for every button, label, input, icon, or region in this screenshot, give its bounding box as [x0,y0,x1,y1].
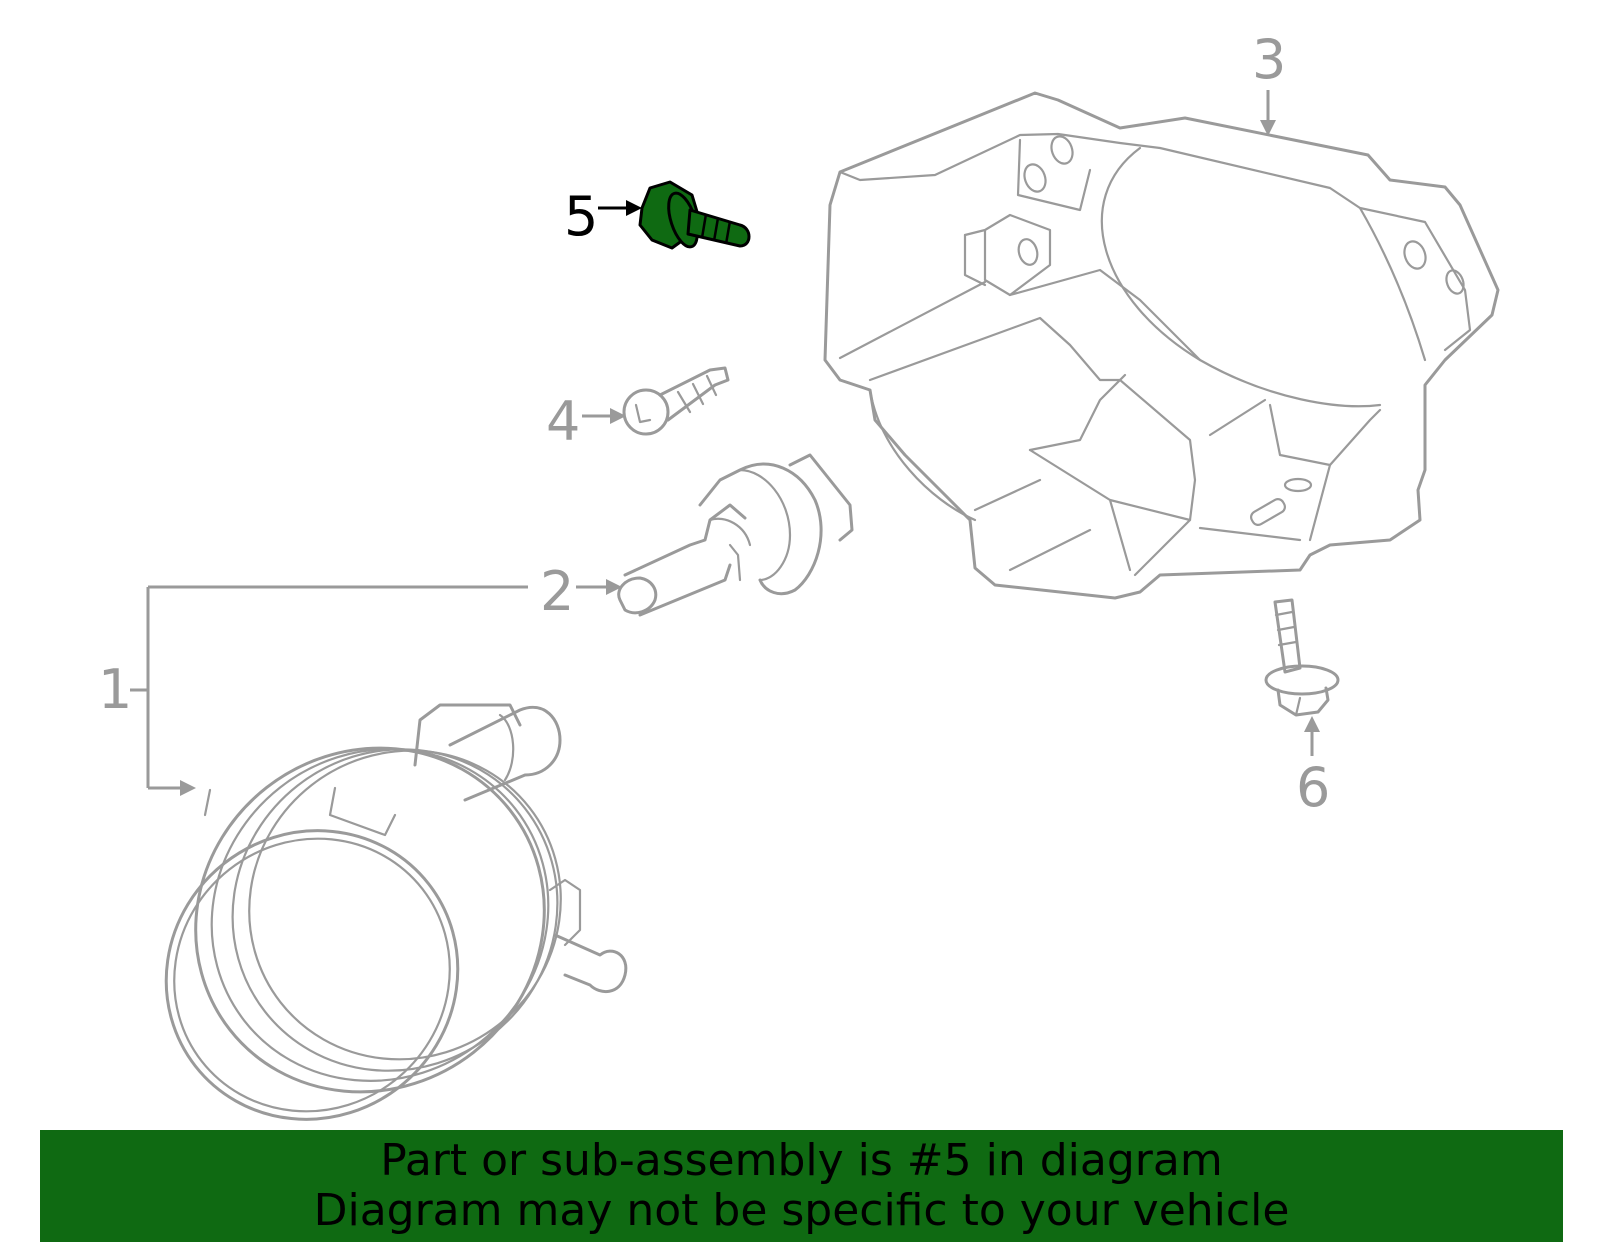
callout-1: 1 [98,585,528,796]
banner-line-2: Diagram may not be specific to your vehi… [313,1185,1290,1236]
callout-2-label: 2 [540,560,574,623]
callout-4: 4 [546,390,626,453]
callout-6-label: 6 [1296,756,1330,819]
callout-1-label: 1 [98,658,132,721]
callout-5-label: 5 [564,185,598,248]
part-3-bracket [823,91,1500,600]
banner-line-1: Part or sub-assembly is #5 in diagram [380,1135,1223,1186]
part-4-screw [622,366,730,436]
callout-5: 5 [564,185,642,248]
callout-2: 2 [540,560,622,623]
callout-3-label: 3 [1252,28,1286,91]
highlight-banner: Part or sub-assembly is #5 in diagram Di… [40,1130,1563,1242]
part-5-bolt [638,180,751,250]
callout-3: 3 [1252,28,1286,136]
callout-6: 6 [1296,716,1330,819]
callout-4-label: 4 [546,390,580,453]
part-2-bulb [617,453,854,617]
part-1-fog-lamp [164,703,628,1121]
part-6-bolt [1264,598,1340,717]
